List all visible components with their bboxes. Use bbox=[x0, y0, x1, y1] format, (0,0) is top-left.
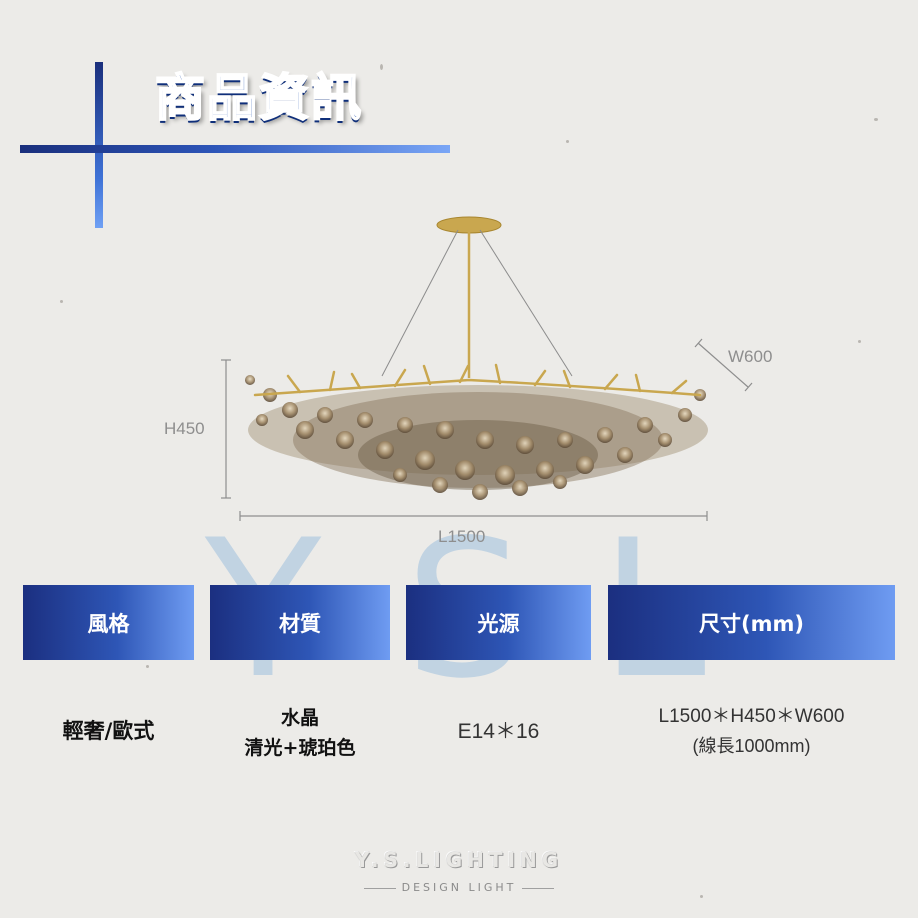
page-title: 商品資訊 bbox=[154, 68, 363, 128]
style-text: 輕奢/歐式 bbox=[62, 719, 155, 743]
value-size: L1500＊H450＊W600 (線長1000mm) bbox=[608, 700, 895, 762]
width-label: W600 bbox=[728, 347, 773, 366]
material-line-2: 清光+琥珀色 bbox=[244, 737, 356, 759]
size-line-1: L1500＊H450＊W600 bbox=[658, 706, 845, 727]
value-light-source: E14＊16 bbox=[406, 705, 591, 755]
length-label: L1500 bbox=[438, 527, 486, 546]
ceiling-canopy bbox=[436, 216, 502, 234]
value-style: 輕奢/歐式 bbox=[23, 705, 194, 755]
paper-speck bbox=[700, 895, 703, 898]
width-dimension-line bbox=[697, 342, 749, 388]
paper-speck bbox=[874, 118, 878, 121]
value-material: 水晶 清光+琥珀色 bbox=[210, 700, 390, 766]
brand-logo-text: Y.S.LIGHTING bbox=[354, 848, 564, 872]
size-line-2: (線長1000mm) bbox=[692, 736, 811, 756]
paper-speck bbox=[60, 300, 63, 303]
material-line-1: 水晶 bbox=[280, 707, 319, 729]
header-horizontal-bar bbox=[20, 145, 450, 153]
light-source-text: E14＊16 bbox=[457, 720, 540, 743]
paper-speck bbox=[146, 665, 149, 668]
divider-line bbox=[522, 887, 555, 889]
header-material: 材質 bbox=[210, 585, 390, 660]
height-label: H450 bbox=[164, 419, 205, 438]
suspension-cable bbox=[479, 229, 573, 377]
paper-speck bbox=[380, 64, 383, 70]
header-light-source: 光源 bbox=[406, 585, 591, 660]
suspension-cable bbox=[381, 229, 459, 377]
paper-speck bbox=[566, 140, 569, 143]
divider-line bbox=[363, 887, 396, 889]
tagline-text: DESIGN LIGHT bbox=[401, 881, 517, 894]
brand-tagline: DESIGN LIGHT bbox=[0, 881, 918, 894]
header-style: 風格 bbox=[23, 585, 194, 660]
paper-speck bbox=[858, 340, 861, 343]
header-size: 尺寸(mm) bbox=[608, 585, 895, 660]
